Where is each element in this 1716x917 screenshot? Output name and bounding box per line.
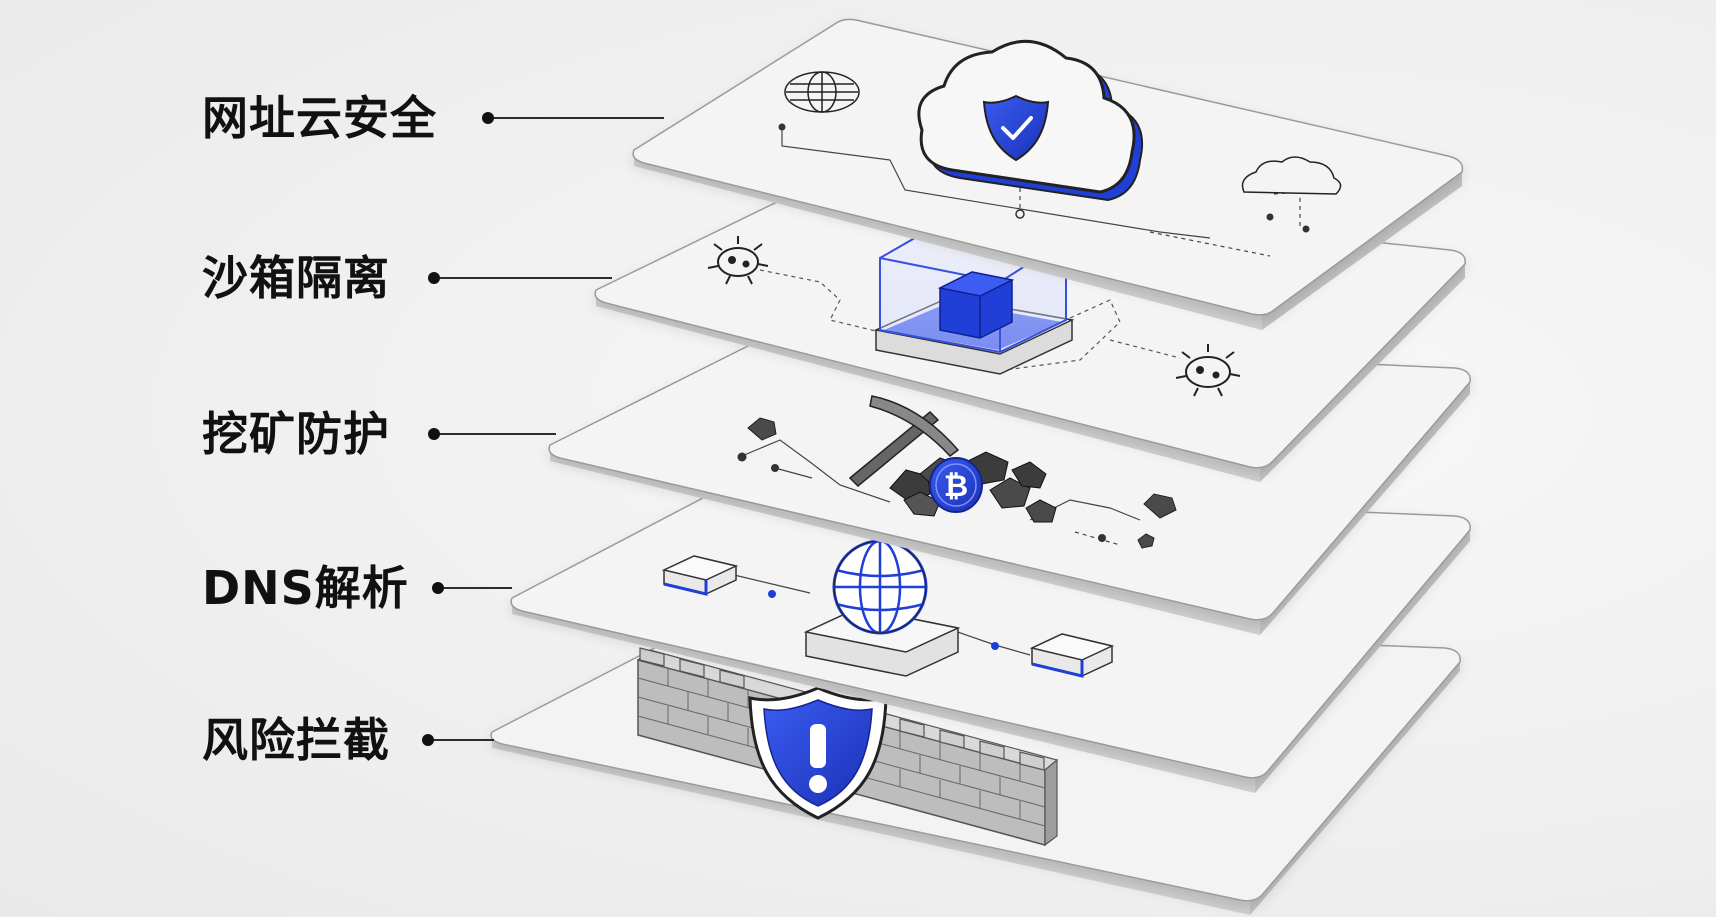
virus-icon — [707, 236, 769, 285]
layer-label-sandbox-isolation: 沙箱隔离 — [202, 251, 390, 305]
layer-label-dns-resolution: DNS解析 — [202, 561, 409, 615]
server-left-icon — [661, 555, 739, 596]
pickaxe-icon — [848, 395, 960, 488]
label-connectors — [428, 117, 664, 741]
mining-node-dot — [771, 464, 779, 472]
mining-node-dot — [737, 452, 747, 462]
svg-text:₿: ₿ — [944, 469, 968, 504]
ore-rock-icon — [747, 417, 1177, 549]
outline-cloud-icon — [1241, 156, 1342, 195]
wireframe-globe-icon — [784, 71, 860, 113]
mining-node-dot — [1098, 534, 1106, 542]
virus-icon — [1175, 344, 1241, 397]
network-node-dot — [768, 590, 776, 598]
layer-label-risk-interception: 风险拦截 — [202, 713, 390, 767]
warning-shield-icon — [748, 686, 888, 820]
layer-label-url-cloud-security: 网址云安全 — [202, 91, 437, 145]
cloud-shield-icon — [917, 39, 1144, 202]
network-node-dot — [1015, 209, 1025, 219]
network-node-dot — [1266, 213, 1274, 221]
layer-label-mining-protection: 挖矿防护 — [202, 407, 390, 461]
network-node-dot — [778, 123, 786, 131]
bitcoin-coin-icon: ₿ — [929, 457, 983, 513]
dns-globe-icon — [803, 539, 961, 677]
label-connector-dots — [422, 112, 494, 746]
network-node-dot — [1302, 225, 1310, 233]
server-right-icon — [1029, 633, 1115, 678]
network-node-dot — [991, 642, 999, 650]
